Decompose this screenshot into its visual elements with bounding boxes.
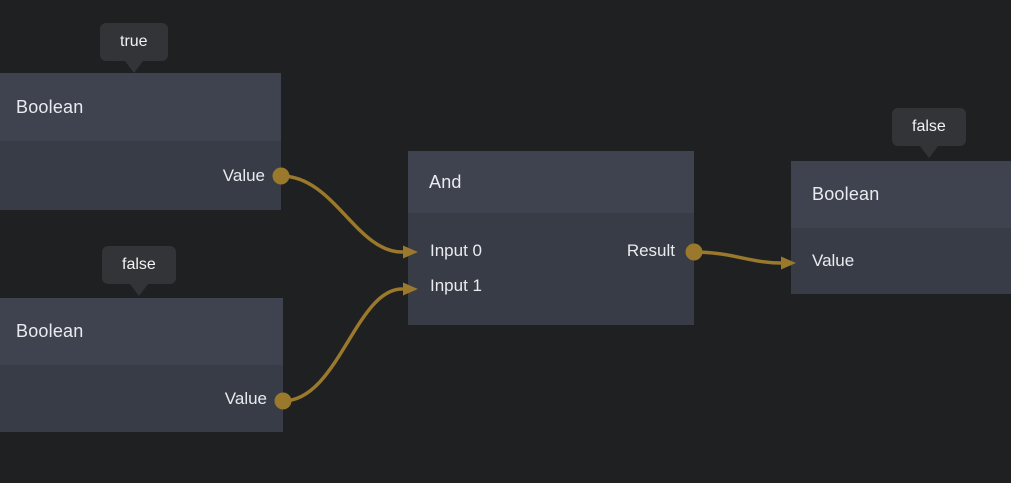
value-tooltip-true: true <box>100 23 168 61</box>
wire-path[interactable] <box>692 250 783 265</box>
output-port-icon[interactable] <box>274 392 292 410</box>
output-port-icon[interactable] <box>685 243 703 261</box>
node-body: Value <box>791 228 1011 294</box>
output-port-label: Value <box>224 388 267 408</box>
port-row-input-0[interactable]: Input 0 Result <box>408 233 694 268</box>
node-title: Boolean <box>16 96 84 117</box>
node-boolean-1[interactable]: Boolean Value <box>0 73 281 210</box>
port-row-value-in[interactable]: Value <box>791 228 1011 294</box>
node-body: Value <box>0 141 281 210</box>
node-header[interactable]: Boolean <box>0 298 283 365</box>
value-tooltip-false-1: false <box>102 246 176 284</box>
node-and[interactable]: And Input 0 Result Input 1 <box>408 151 694 325</box>
tooltip-text: false <box>912 118 946 135</box>
wire-and-result-to-boolean3-value[interactable] <box>685 243 797 270</box>
node-header[interactable]: Boolean <box>0 73 281 141</box>
value-tooltip-false-2: false <box>892 108 966 146</box>
node-title: Boolean <box>16 321 84 341</box>
wire-arrowhead-icon <box>403 282 418 296</box>
input-port-label: Value <box>812 251 855 270</box>
node-header[interactable]: And <box>408 151 694 213</box>
input-port-label: Input 1 <box>430 275 482 295</box>
output-port-label: Value <box>222 165 265 185</box>
tooltip-text: true <box>120 33 148 50</box>
port-row-value-out[interactable]: Value <box>0 365 283 432</box>
wire-boolean2-to-and-input1[interactable] <box>274 282 419 410</box>
port-row-value-out[interactable]: Value <box>0 141 281 210</box>
wire-boolean1-to-and-input0[interactable] <box>272 167 419 259</box>
wire-path[interactable] <box>279 174 404 254</box>
node-body: Input 0 Result Input 1 <box>408 213 694 325</box>
node-header[interactable]: Boolean <box>791 161 1011 228</box>
output-port-icon[interactable] <box>272 167 290 185</box>
port-row-input-1[interactable]: Input 1 <box>408 268 694 303</box>
input-port-label: Input 0 <box>430 240 482 260</box>
tooltip-text: false <box>122 256 156 273</box>
node-body: Value <box>0 365 283 432</box>
wire-arrowhead-icon <box>403 245 418 259</box>
node-title: Boolean <box>812 184 880 204</box>
wire-path[interactable] <box>281 287 404 403</box>
node-title: And <box>429 171 462 192</box>
wire-arrowhead-icon <box>781 256 796 270</box>
node-boolean-2[interactable]: Boolean Value <box>0 298 283 432</box>
output-port-label: Result <box>626 240 675 260</box>
node-boolean-3[interactable]: Boolean Value <box>791 161 1011 294</box>
